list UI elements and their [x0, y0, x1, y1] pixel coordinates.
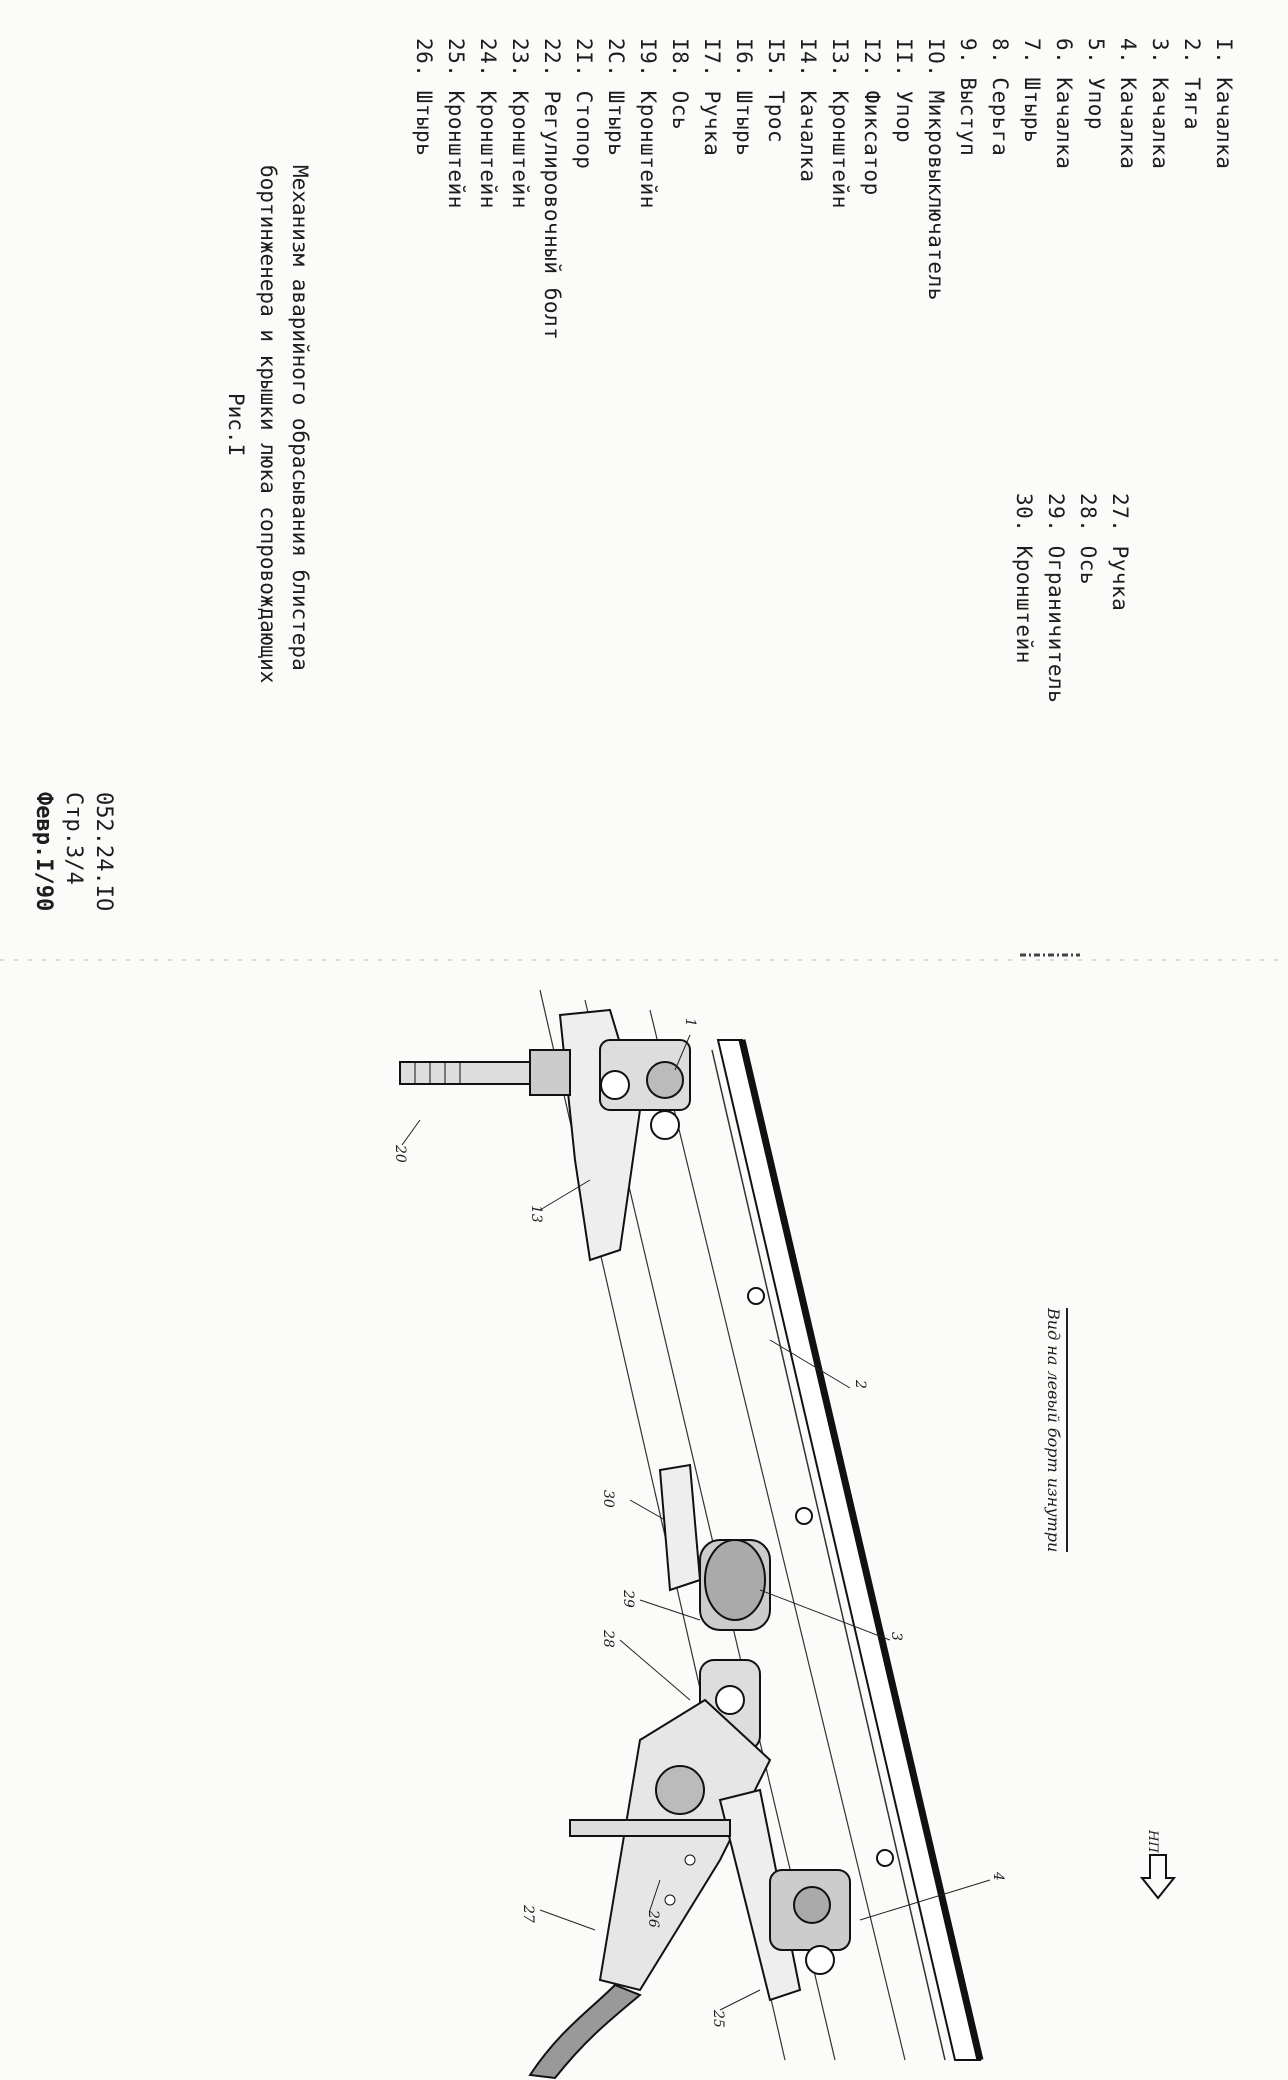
- document-reference: 052.24.IO Стр.3/4 Февр.I/90: [28, 792, 118, 911]
- callout-2: 2: [852, 1380, 868, 1389]
- callout-1: 1: [682, 1018, 698, 1027]
- part-item: 29. Ограничитель: [1044, 493, 1068, 704]
- part-item: 4. Качалка: [1116, 38, 1140, 170]
- part-item: 24. Кронштейн: [476, 38, 500, 209]
- part-item: I3. Кронштейн: [828, 38, 852, 209]
- part-item: I. Качалка: [1212, 38, 1236, 170]
- direction-arrow-icon: [1139, 1854, 1177, 1900]
- callout-28: 28: [600, 1630, 616, 1648]
- rocker-3-assembly: [598, 1463, 772, 1992]
- rod-2: [711, 1039, 984, 2061]
- part-item: 30. Кронштейн: [1012, 493, 1036, 664]
- caption-line-1: Механизм аварийного обрасывания блистера: [288, 165, 312, 671]
- part-item: 5. Упор: [1084, 38, 1108, 131]
- part-item: I8. Ось: [668, 38, 692, 131]
- view-label: Вид на левый борт изнутри: [1044, 1308, 1068, 1553]
- part-item: 9. Выступ: [956, 38, 980, 157]
- caption-line-2: бортинженера и крышки люка сопровождающи…: [256, 165, 280, 684]
- part-item: 7. Штырь: [1020, 38, 1044, 144]
- part-item: I7. Ручка: [700, 38, 724, 157]
- bracket-13-assembly: [399, 1008, 691, 1262]
- bracket-25-assembly: [569, 1788, 851, 2002]
- part-item: 26. Штырь: [412, 38, 436, 157]
- part-item: I4. Качалка: [796, 38, 820, 183]
- part-item: 27. Ручка: [1108, 493, 1132, 612]
- callout-27: 27: [520, 1905, 536, 1923]
- callout-3: 3: [888, 1632, 904, 1641]
- callout-25: 25: [710, 2010, 726, 2028]
- part-item: 23. Кронштейн: [508, 38, 532, 209]
- part-item: 2. Тяга: [1180, 38, 1204, 131]
- callout-26: 26: [645, 1910, 661, 1928]
- doc-date: Февр.I/90: [31, 792, 56, 912]
- figure-caption: Механизм аварийного обрасывания блистера…: [220, 165, 316, 683]
- part-item: 22. Регулировочный болт: [540, 38, 564, 341]
- handle-27: [528, 1983, 642, 2080]
- direction-marker-label: НП: [1145, 1830, 1160, 1853]
- part-item: 28. Ось: [1076, 493, 1100, 586]
- doc-page: Стр.3/4: [61, 792, 86, 885]
- part-item: 2C. Штырь: [604, 38, 628, 157]
- callout-leaders: [401, 1034, 991, 2011]
- parts-list-column-2: 27. Ручка 28. Ось 29. Ограничитель 30. К…: [1008, 493, 1136, 703]
- callout-13: 13: [528, 1205, 544, 1223]
- part-item: 2I. Стопор: [572, 38, 596, 170]
- callout-20: 20: [392, 1145, 408, 1163]
- part-item: IO. Микровыключатель: [924, 38, 948, 301]
- part-item: 8. Серьга: [988, 38, 1012, 157]
- part-item: I2. Фиксатор: [860, 38, 884, 196]
- part-item: 6. Качалка: [1052, 38, 1076, 170]
- callout-29: 29: [620, 1590, 636, 1608]
- doc-number: 052.24.IO: [91, 792, 116, 912]
- part-item: I5. Трос: [764, 38, 788, 144]
- callout-4: 4: [990, 1872, 1006, 1881]
- part-item: 25. Кронштейн: [444, 38, 468, 209]
- part-item: 3. Качалка: [1148, 38, 1172, 170]
- figure-number: Рис.I: [224, 392, 248, 456]
- part-item: II. Упор: [892, 38, 916, 144]
- callout-30: 30: [600, 1490, 616, 1508]
- part-item: I9. Кронштейн: [636, 38, 660, 209]
- part-item: I6. Штырь: [732, 38, 756, 157]
- parts-list-column-1: I. Качалка 2. Тяга 3. Качалка 4. Качалка…: [408, 38, 1240, 340]
